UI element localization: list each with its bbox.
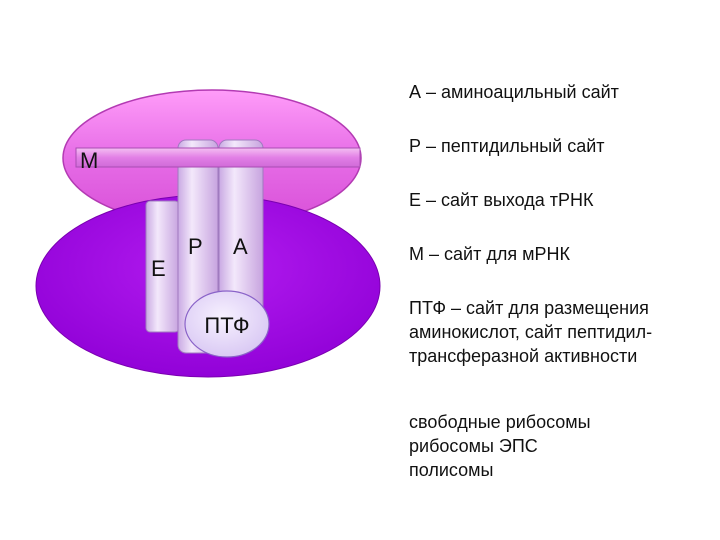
legend-item-p: Р – пептидильный сайт: [409, 134, 714, 158]
legend-item-e: Е – сайт выхода тРНК: [409, 188, 714, 212]
legend-item-a: А – аминоацильный сайт: [409, 80, 714, 104]
label-p: Р: [188, 234, 203, 259]
legend-text: трансферазной активности: [409, 346, 638, 366]
label-a: А: [233, 234, 248, 259]
label-m: М: [80, 148, 98, 173]
legend-text: Р – пептидильный сайт: [409, 136, 605, 156]
legend-item-ptf: ПТФ – сайт для размещения аминокислот, с…: [409, 296, 714, 368]
note-line: свободные рибосомы: [409, 412, 591, 432]
legend-text: аминокислот, сайт пептидил-: [409, 322, 653, 342]
ptf-disc: [184, 290, 270, 358]
legend-text: М – сайт для мРНК: [409, 244, 570, 264]
legend-text: А – аминоацильный сайт: [409, 82, 619, 102]
legend-item-m: М – сайт для мРНК: [409, 242, 714, 266]
note-line: рибосомы ЭПС: [409, 436, 538, 456]
legend: А – аминоацильный сайт Р – пептидильный …: [409, 80, 714, 482]
ribosome-types-list: свободные рибосомы рибосомы ЭПС полисомы: [409, 410, 714, 482]
note-line: полисомы: [409, 460, 494, 480]
legend-text: Е – сайт выхода тРНК: [409, 190, 594, 210]
ribosome-diagram: М Е Р А ПТФ: [35, 89, 381, 378]
legend-text: ПТФ – сайт для размещения: [409, 298, 649, 318]
label-e: Е: [151, 256, 166, 281]
mrna-strand: [75, 147, 361, 168]
label-ptf: ПТФ: [204, 313, 249, 338]
